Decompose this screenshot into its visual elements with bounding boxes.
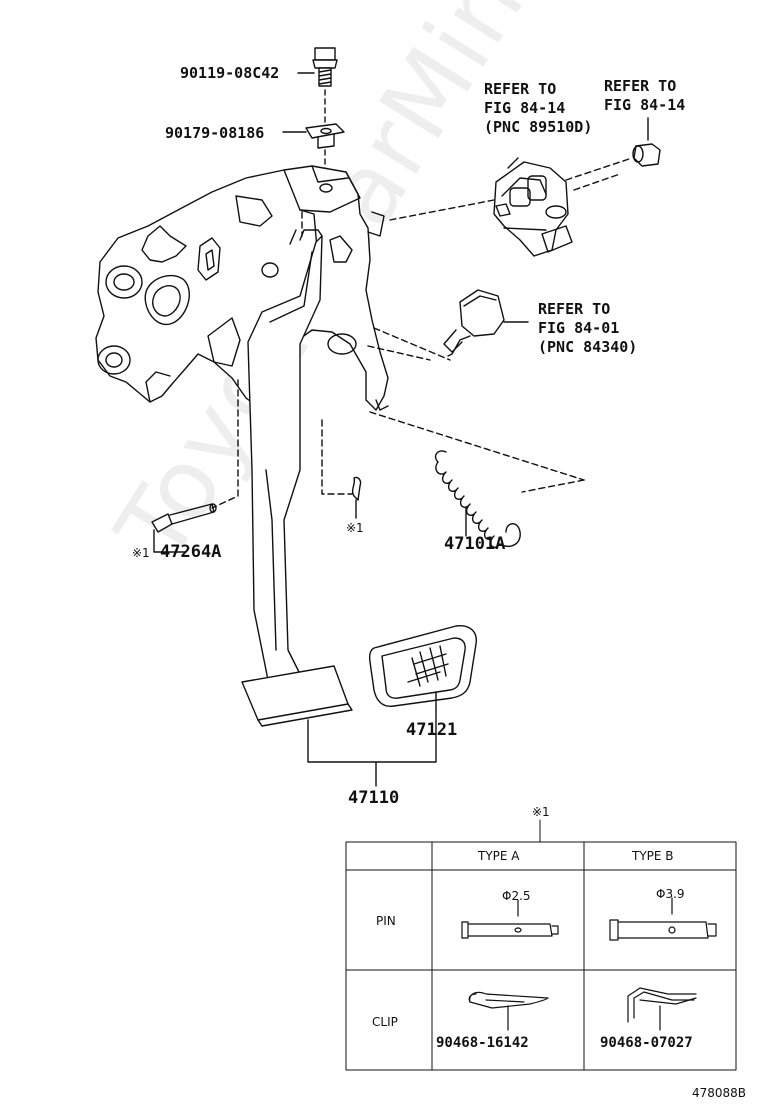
callout-spring: 47101A — [444, 534, 506, 554]
figure-code: 478088B — [691, 1086, 746, 1100]
pedal-bracket-drawing — [95, 165, 389, 411]
callout-bolt: 90119-08C42 — [180, 64, 280, 82]
clip-pin-table-grid — [345, 819, 737, 1071]
clip-a-part-number: 90468-16142 — [436, 1035, 529, 1051]
pin-b-diameter: Φ3.9 — [656, 887, 685, 901]
table-clip-a — [468, 991, 549, 1031]
stop-switch-drawing — [493, 157, 573, 257]
table-pin-b — [609, 897, 717, 941]
bolt-drawing — [297, 47, 338, 123]
refer-light-switch: REFER TO FIG 84-01 (PNC 84340) — [538, 300, 638, 356]
pedal-pad-drawing — [241, 665, 353, 727]
return-spring-drawing — [434, 450, 521, 548]
callout-clip-nut: 90179-08186 — [165, 124, 265, 142]
clip-drawing — [351, 476, 362, 501]
clip-nut-drawing — [282, 123, 345, 181]
assembly-lines — [211, 157, 633, 509]
table-row-label-clip: CLIP — [372, 1015, 398, 1029]
clevis-pin-drawing — [151, 503, 217, 533]
table-header-type-a: TYPE A — [478, 849, 520, 863]
refer-stop-switch: REFER TO FIG 84-14 (PNC 89510D) — [484, 80, 593, 136]
callout-pedal-assy: 47110 — [348, 788, 400, 808]
pin-a-diameter: Φ2.5 — [502, 889, 531, 903]
callout-pad: 47121 — [406, 720, 458, 740]
clip-note-mark: ※1 — [346, 521, 364, 535]
pin-note-mark: ※1 — [132, 546, 150, 560]
table-header-type-b: TYPE B — [632, 849, 674, 863]
table-pin-a — [461, 899, 559, 939]
cushion-drawing — [632, 117, 661, 167]
clip-b-part-number: 90468-07027 — [600, 1035, 693, 1051]
pad-cover-drawing — [368, 625, 477, 707]
refer-cushion: REFER TO FIG 84-14 — [604, 77, 686, 114]
pedal-arm-drawing — [247, 229, 323, 681]
callout-lines — [153, 499, 467, 787]
light-switch-drawing — [443, 289, 529, 357]
table-note-mark: ※1 — [532, 805, 550, 819]
table-clip-b — [627, 987, 697, 1031]
table-row-label-pin: PIN — [376, 914, 396, 928]
callout-pin: 47264A — [160, 542, 222, 562]
